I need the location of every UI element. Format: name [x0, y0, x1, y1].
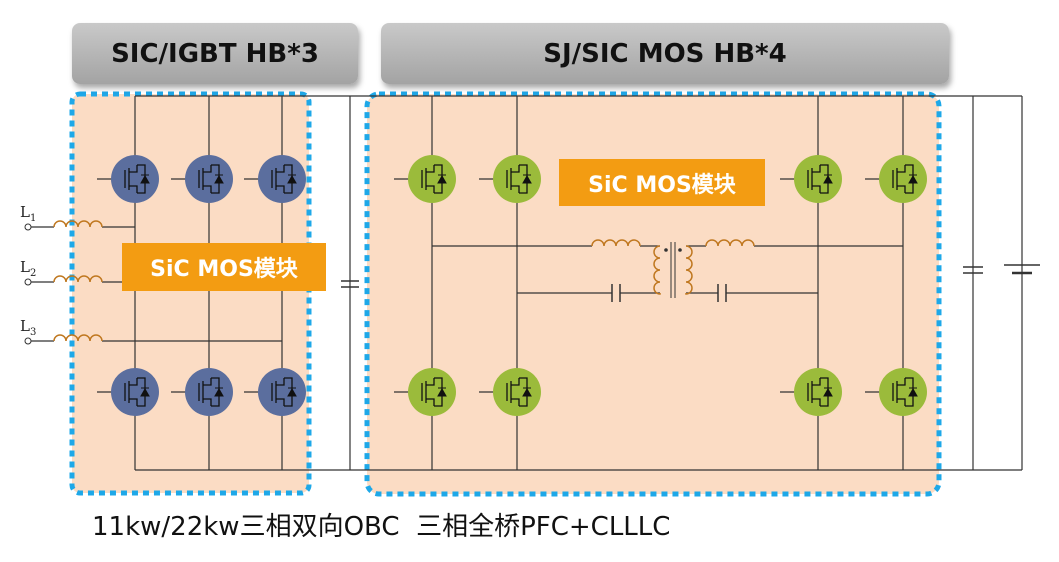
switch-symbol [892, 164, 914, 194]
module-label-dcdc: SiC MOS模块 [559, 159, 765, 206]
module-label-pfc: SiC MOS模块 [122, 243, 326, 291]
switch-symbol [271, 377, 293, 407]
switch-symbol [198, 164, 220, 194]
transformer-primary [653, 245, 661, 295]
body-diode-symbol [908, 387, 918, 397]
phase-inductor [53, 334, 103, 342]
pfc-region [69, 91, 312, 496]
switch-symbol [807, 164, 829, 194]
body-diode-symbol [140, 174, 150, 184]
body-diode-symbol [287, 174, 297, 184]
dcdc-switch-lower [794, 368, 842, 416]
switch-symbol [271, 164, 293, 194]
resonant-inductor [591, 239, 641, 247]
switch-symbol [421, 164, 443, 194]
pfc-switch-upper [111, 155, 159, 203]
phase-inductor [53, 275, 103, 283]
dcdc-switch-lower [408, 368, 456, 416]
body-diode-symbol [908, 174, 918, 184]
transformer-dot [664, 248, 668, 252]
phase-label-l1: L1 [20, 203, 37, 224]
body-diode-symbol [287, 387, 297, 397]
pfc-switch-lower [185, 368, 233, 416]
body-diode-symbol [522, 387, 532, 397]
diagram-caption: 11kw/22kw三相双向OBC 三相全桥PFC+CLLLC [92, 512, 671, 542]
dcdc-switch-lower [493, 368, 541, 416]
header-pfc-stage: SIC/IGBT HB*3 [72, 23, 358, 84]
phase-inductor [53, 220, 103, 228]
body-diode-symbol [823, 174, 833, 184]
dcdc-switch-upper [493, 155, 541, 203]
transformer-secondary [685, 245, 693, 295]
dcdc-region [364, 91, 942, 497]
body-diode-symbol [522, 174, 532, 184]
header-dcdc-stage: SJ/SIC MOS HB*4 [381, 23, 949, 84]
pfc-switch-lower [258, 368, 306, 416]
switch-symbol [124, 164, 146, 194]
dcdc-switch-upper [408, 155, 456, 203]
dcdc-switch-upper [879, 155, 927, 203]
body-diode-symbol [214, 387, 224, 397]
switch-symbol [198, 377, 220, 407]
phase-terminal [24, 278, 32, 286]
dcdc-switch-lower [879, 368, 927, 416]
body-diode-symbol [437, 387, 447, 397]
phase-label-l2: L2 [20, 258, 37, 279]
phase-label-l3: L3 [20, 317, 37, 338]
body-diode-symbol [140, 387, 150, 397]
pfc-switch-upper [185, 155, 233, 203]
body-diode-symbol [823, 387, 833, 397]
dcdc-switch-upper [794, 155, 842, 203]
switch-symbol [807, 377, 829, 407]
switch-symbol [421, 377, 443, 407]
pfc-switch-lower [111, 368, 159, 416]
transformer-dot [678, 248, 682, 252]
body-diode-symbol [214, 174, 224, 184]
body-diode-symbol [437, 174, 447, 184]
pfc-switch-upper [258, 155, 306, 203]
phase-terminal [24, 337, 32, 345]
resonant-inductor [705, 239, 755, 247]
switch-symbol [124, 377, 146, 407]
phase-terminal [24, 223, 32, 231]
switch-symbol [892, 377, 914, 407]
switch-symbol [506, 164, 528, 194]
switch-symbol [506, 377, 528, 407]
